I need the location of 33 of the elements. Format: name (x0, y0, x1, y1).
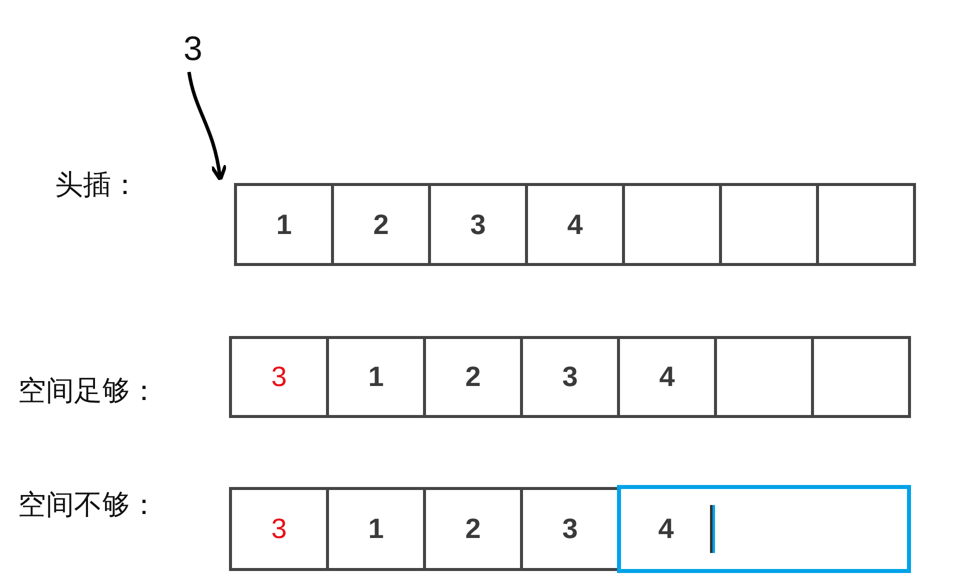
row-label: 空间不够： (18, 487, 158, 523)
array-cell (229, 336, 329, 418)
array-cell (423, 487, 523, 571)
array-cell (525, 183, 625, 266)
array-cell (331, 183, 431, 266)
cell-value: 3 (562, 513, 578, 545)
row-label: 头插： (55, 167, 139, 203)
cell-value: 4 (659, 361, 675, 393)
cell-value: 4 (658, 513, 674, 545)
array-cell (428, 183, 528, 266)
element-label: 3 (184, 30, 202, 68)
cell-value: 4 (567, 208, 583, 240)
cell-value: 3 (271, 513, 287, 545)
array-cell (520, 336, 620, 418)
cell-value: 2 (465, 513, 481, 545)
cell-value: 1 (276, 208, 292, 240)
cell-value: 2 (373, 208, 389, 240)
array-cell (423, 336, 523, 418)
array-cell (520, 487, 620, 571)
cell-value: 3 (271, 361, 287, 393)
array-cell (229, 487, 329, 571)
array-cell (326, 487, 426, 571)
arrow (187, 72, 228, 182)
highlighted-region (617, 485, 911, 573)
cell-value: 1 (368, 513, 384, 545)
array-cell (617, 336, 717, 418)
array-cell (234, 183, 334, 266)
cell-value: 2 (465, 361, 481, 393)
cell-value: 3 (470, 208, 486, 240)
cell-value: 1 (368, 361, 384, 393)
array-cell (326, 336, 426, 418)
row-label: 空间足够： (18, 373, 158, 409)
cell-value: 3 (562, 361, 578, 393)
